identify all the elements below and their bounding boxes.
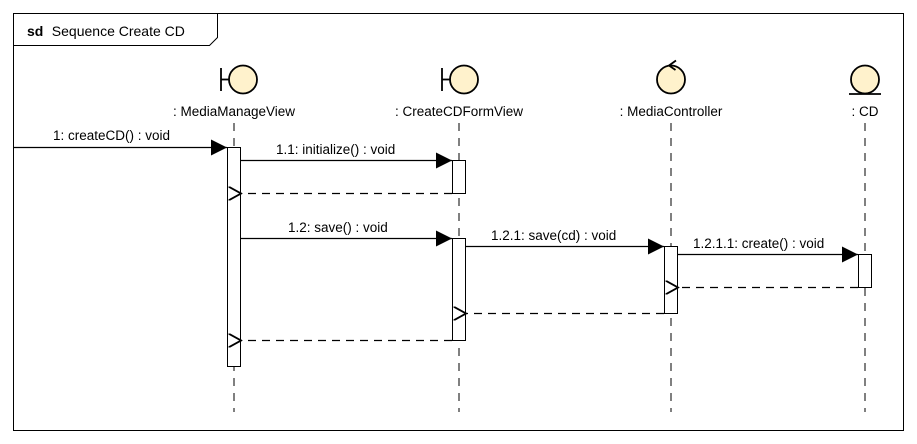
message-arrows [13, 139, 858, 263]
message-label-1: 1: createCD() : void [53, 128, 170, 143]
lifeline-label-create-cd-form-view: : CreateCDFormView [395, 104, 523, 119]
message-label-1-2-1: 1.2.1: save(cd) : void [491, 228, 616, 243]
activation-bar-cd [858, 254, 872, 288]
boundary-icon [220, 64, 258, 95]
return-arrows [241, 194, 858, 341]
activation-bar-create-cd-form-view-2 [452, 238, 466, 341]
activation-bar-media-controller [664, 246, 678, 314]
boundary-icon [441, 64, 479, 95]
control-icon [656, 59, 686, 95]
lifeline-label-cd: : CD [852, 104, 879, 119]
activation-bar-create-cd-form-view-1 [452, 160, 466, 194]
frame-keyword: sd [27, 23, 43, 39]
message-label-1-2: 1.2: save() : void [288, 220, 388, 235]
message-label-1-2-1-1: 1.2.1.1: create() : void [693, 236, 824, 251]
message-label-1-1: 1.1: initialize() : void [276, 142, 395, 157]
activation-bar-media-manage-view [227, 147, 241, 367]
frame-title: sd Sequence Create CD [27, 23, 185, 40]
lifeline-label-media-controller: : MediaController [620, 104, 723, 119]
entity-icon [849, 64, 881, 95]
frame-title-text: Sequence Create CD [52, 23, 185, 39]
lifeline-label-media-manage-view: : MediaManageView [173, 104, 295, 119]
